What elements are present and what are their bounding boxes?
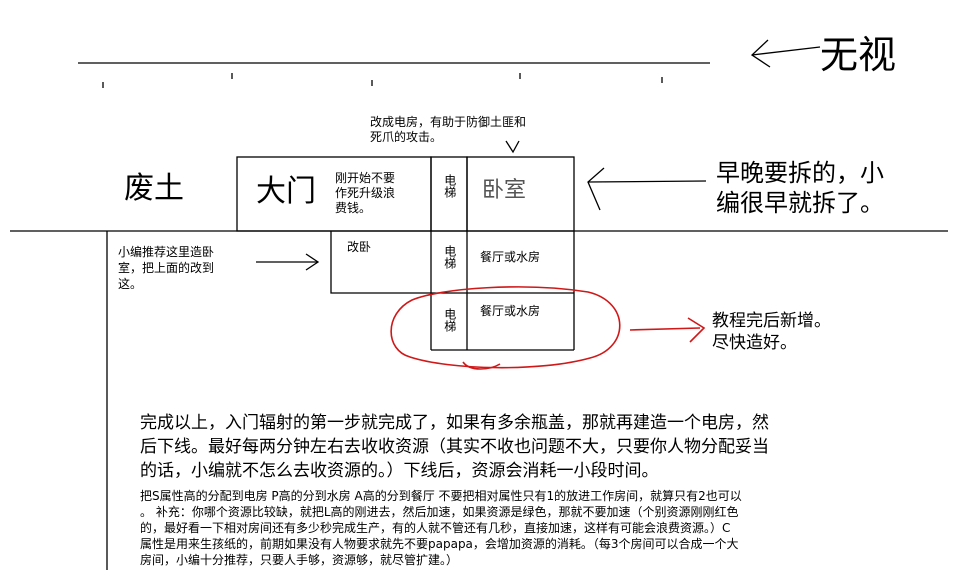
notes-line3: 的，最好看一下相对房间还有多少秒完成生产，有的人就不管还有几秒，直接加速，这样有…: [140, 521, 731, 535]
gate-note-line2: 作死升级浪: [335, 186, 396, 200]
paragraph-line2: 后下线。最好每两分钟左右去收收资源（其实不收也问题不大，只要你人物分配妥当: [140, 437, 769, 457]
notes-line1: 把S属性高的分配到电房 P高的分到水房 A高的分到餐厅 不要把相对属性只有1的放…: [140, 489, 742, 503]
elevator-label-top: 电梯: [442, 174, 457, 198]
arrow-bedroom-shaft: [587, 180, 707, 183]
dining-water-room-1: 餐厅或水房: [480, 250, 541, 264]
red-circle: [390, 286, 621, 369]
power-note-line1: 改成电房，有助于防御土匪和: [370, 115, 527, 129]
bedroom-note-line1: 早晚要拆的，小: [716, 159, 884, 187]
bedroom-label: 卧室: [482, 178, 527, 203]
recommend-note-line3: 这。: [118, 277, 143, 291]
arrow-ignore-head: [750, 39, 771, 68]
notes-line4: 属性是用来生孩纸的，前期如果没有人物要求就先不要papapa，会增加资源的消耗。…: [140, 537, 739, 551]
recommend-note-line1: 小编推荐这里造卧: [118, 245, 215, 259]
gate-note-line3: 费钱。: [335, 201, 372, 215]
arrow-power-head: [505, 140, 520, 154]
notes-line2: 。 补充：你哪个资源比较缺，就把L高的刚进去，然后加速，如果资源是绿色，那就不要…: [140, 505, 739, 519]
bedroom-outline: [466, 156, 575, 232]
new-note-line1: 教程完后新增。: [712, 311, 831, 331]
arrow-bedroom-head: [587, 167, 605, 211]
paragraph-line1: 完成以上，入门辐射的第一步就完成了，如果有多余瓶盖，那就再建造一个电房，然: [140, 413, 769, 433]
ignore-annotation: 无视: [820, 33, 897, 77]
gate-label: 大门: [256, 174, 316, 209]
notes-line5: 房间，小编十分推荐，只要人手够，资源够，就尽管扩建。）: [140, 553, 459, 567]
red-arrow-shaft: [629, 327, 701, 331]
elevator-label-bottom: 电梯: [442, 308, 457, 332]
change-bedroom-outline: [330, 231, 431, 294]
recommend-note-line2: 室，把上面的改到: [118, 261, 215, 275]
change-bedroom-label: 改卧: [347, 240, 372, 254]
power-note-line2: 死爪的攻击。: [370, 130, 443, 144]
elevator-label-mid: 电梯: [442, 245, 457, 269]
gate-note-line1: 刚开始不要: [335, 171, 396, 185]
arrow-recommend-head: [305, 253, 320, 271]
red-arrow-head: [687, 317, 706, 343]
bedroom-note-line2: 编很早就拆了。: [716, 189, 884, 217]
paragraph-line3: 的话，小编就不怎么去收资源的。）下线后，资源会消耗一小段时间。: [140, 461, 659, 481]
arrow-ignore-shaft: [751, 46, 821, 56]
red-circle-tail: [462, 361, 501, 370]
new-note-line2: 尽快造好。: [712, 333, 797, 353]
wasteland-label: 废土: [124, 171, 184, 206]
dining-water-room-2: 餐厅或水房: [480, 304, 541, 318]
